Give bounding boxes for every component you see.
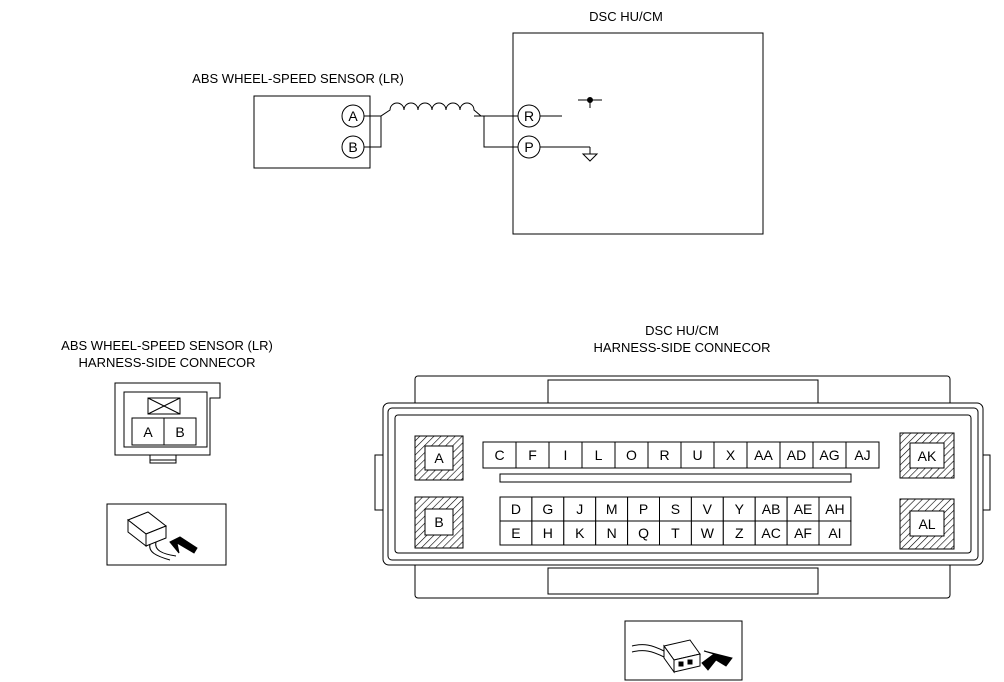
sensor-connector-title-line1: ABS WHEEL-SPEED SENSOR (LR) <box>61 338 273 353</box>
module-connector-housing <box>374 375 991 599</box>
module-box <box>512 32 764 235</box>
svg-text:A: A <box>434 450 444 466</box>
terminal-label: G <box>542 501 553 517</box>
terminal-label: Z <box>735 525 744 541</box>
module-pin-r: R <box>517 104 541 128</box>
module-corner-terminal-ak: AK <box>899 432 955 479</box>
terminal-label: X <box>726 447 736 463</box>
terminal-cell <box>614 441 649 469</box>
terminal-label: AD <box>787 447 806 463</box>
terminal-label: L <box>595 447 603 463</box>
module-corner-terminal-a: A <box>414 435 464 481</box>
terminal-label: Q <box>638 525 649 541</box>
svg-text:P: P <box>524 139 533 155</box>
terminal-row-middle: D G J M P S V Y AB AE AH <box>499 496 852 522</box>
terminal-cell <box>659 496 692 522</box>
module-connector-title-line2: HARNESS-SIDE CONNECOR <box>594 340 771 355</box>
svg-text:AK: AK <box>918 448 937 464</box>
shield-terminal-icon <box>540 97 602 117</box>
sensor-box <box>253 95 371 169</box>
terminal-row-bottom: E H K N Q T W Z AC AF AI <box>499 520 852 546</box>
terminal-label: H <box>543 525 553 541</box>
sensor-connector-terminal-b: B <box>175 424 184 440</box>
terminal-label: N <box>607 525 617 541</box>
terminal-cell <box>722 520 756 546</box>
terminal-label: Y <box>735 501 745 517</box>
terminal-label: S <box>671 501 680 517</box>
sensor-plug-view-icon <box>106 503 227 566</box>
svg-text:B: B <box>434 514 443 530</box>
terminal-label: AE <box>794 501 813 517</box>
terminal-label: AI <box>828 525 841 541</box>
module-plug-view-icon <box>624 620 743 681</box>
terminal-cell <box>779 441 814 469</box>
sensor-pin-a: A <box>341 104 365 128</box>
terminal-cell <box>818 496 852 522</box>
terminal-label: V <box>703 501 713 517</box>
terminal-cell <box>659 520 692 546</box>
sensor-connector-title-line2: HARNESS-SIDE CONNECOR <box>79 355 256 370</box>
module-pin-p: P <box>517 135 541 159</box>
sensor-connector-terminal-a: A <box>143 424 153 440</box>
terminal-cell <box>746 441 781 469</box>
terminal-cell <box>563 496 597 522</box>
terminal-label: AB <box>762 501 781 517</box>
sensor-connector-face <box>114 382 221 464</box>
terminal-label: T <box>671 525 680 541</box>
ground-icon <box>540 146 599 162</box>
terminal-cell <box>845 441 880 469</box>
terminal-cell <box>595 520 629 546</box>
module-connector-title-line1: DSC HU/CM <box>645 323 719 338</box>
terminal-label: R <box>659 447 669 463</box>
terminal-label: O <box>626 447 637 463</box>
terminal-label: AH <box>825 501 844 517</box>
terminal-label: M <box>606 501 618 517</box>
terminal-cell <box>722 496 756 522</box>
terminal-cell <box>499 496 533 522</box>
terminal-cell <box>818 520 852 546</box>
terminal-cell <box>786 496 820 522</box>
terminal-label: J <box>576 501 583 517</box>
module-corner-terminal-b: B <box>414 496 464 549</box>
terminal-cell <box>531 496 565 522</box>
terminal-label: E <box>511 525 520 541</box>
terminal-label: I <box>564 447 568 463</box>
terminal-cell <box>647 441 682 469</box>
terminal-label: AA <box>754 447 773 463</box>
terminal-label: D <box>511 501 521 517</box>
terminal-label: C <box>494 447 504 463</box>
terminal-label: AJ <box>854 447 870 463</box>
module-title: DSC HU/CM <box>589 9 663 24</box>
sensor-title: ABS WHEEL-SPEED SENSOR (LR) <box>192 71 404 86</box>
terminal-label: AF <box>794 525 812 541</box>
svg-text:AL: AL <box>918 516 935 532</box>
terminal-label: U <box>692 447 702 463</box>
svg-text:A: A <box>348 108 358 124</box>
terminal-label: AG <box>819 447 839 463</box>
terminal-cell <box>812 441 847 469</box>
sensor-pin-b: B <box>341 135 365 159</box>
terminal-label: W <box>701 525 715 541</box>
terminal-row-top: C F I L O R U X AA AD AG AJ <box>482 441 880 469</box>
svg-text:R: R <box>524 108 534 124</box>
svg-text:B: B <box>348 139 357 155</box>
terminal-cell <box>754 520 788 546</box>
terminal-cell <box>713 441 748 469</box>
terminal-label: AC <box>761 525 780 541</box>
terminal-label: F <box>528 447 537 463</box>
terminal-label: K <box>575 525 585 541</box>
module-corner-terminal-al: AL <box>899 498 955 550</box>
twisted-pair-wire <box>364 102 518 148</box>
terminal-cell <box>499 520 533 546</box>
terminal-label: P <box>639 501 648 517</box>
